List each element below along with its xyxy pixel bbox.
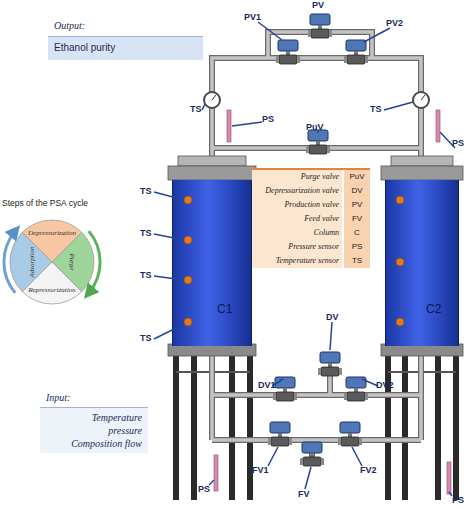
band-text: Temperature pressure Composition flow bbox=[70, 411, 142, 450]
adsorption-column: C2 bbox=[385, 180, 459, 346]
band-text: Ethanol purity bbox=[54, 42, 115, 53]
leader-line bbox=[258, 22, 282, 40]
leader-line bbox=[202, 104, 205, 110]
leader-line bbox=[330, 322, 332, 350]
table-cell: FV bbox=[344, 212, 370, 226]
gauge bbox=[413, 92, 429, 108]
output-band-fill: Ethanol purity bbox=[48, 36, 203, 60]
purge-valve bbox=[306, 130, 330, 154]
cycle-title: Steps of the PSA cycle bbox=[2, 198, 88, 208]
leg bbox=[402, 356, 408, 500]
step-name: Depressurization bbox=[22, 229, 82, 237]
gauge bbox=[204, 92, 220, 108]
column-name: C2 bbox=[426, 302, 441, 316]
table-cell: Column bbox=[252, 226, 342, 240]
band-heading: Input: bbox=[46, 392, 70, 403]
leg-braces bbox=[176, 371, 456, 373]
callout-label: PuV bbox=[306, 122, 324, 132]
leg bbox=[191, 356, 197, 500]
table-cell: PS bbox=[344, 240, 370, 254]
table-cell: PV bbox=[344, 198, 370, 212]
column-legs bbox=[176, 356, 456, 500]
callout-label: DV2 bbox=[376, 380, 394, 390]
input-band-fill: Temperature pressure Composition flow bbox=[40, 407, 148, 453]
depressurization-valve bbox=[344, 377, 368, 401]
leg bbox=[385, 356, 391, 500]
callout-label: TS bbox=[140, 186, 152, 196]
callout-label: PV1 bbox=[244, 12, 261, 22]
sensor-rod bbox=[436, 110, 440, 142]
callout-label: DV1 bbox=[258, 380, 276, 390]
column-name: C1 bbox=[217, 302, 232, 316]
callout-label: PS bbox=[452, 138, 464, 148]
sensor-rod bbox=[227, 110, 231, 142]
callout-label: TS bbox=[140, 270, 152, 280]
leg bbox=[435, 356, 441, 500]
gauge-needle bbox=[212, 95, 216, 100]
depressurization-valve bbox=[273, 377, 297, 401]
table-cell: Production valve bbox=[252, 198, 342, 212]
callout-label: FV1 bbox=[252, 465, 269, 475]
leg bbox=[453, 356, 459, 500]
production-valve bbox=[344, 40, 368, 64]
leader-line bbox=[362, 379, 378, 386]
callout-label: TS bbox=[140, 228, 152, 238]
feed-valve bbox=[268, 422, 292, 446]
callout-label: PS bbox=[198, 484, 210, 494]
table-cell: Feed valve bbox=[252, 212, 342, 226]
table-cell: TS bbox=[344, 254, 370, 268]
input-band: Temperature pressure Composition flowInp… bbox=[40, 392, 148, 472]
callout-label: FV bbox=[298, 489, 310, 499]
top-flange bbox=[168, 166, 256, 180]
leg bbox=[229, 356, 235, 500]
column-caps bbox=[168, 156, 463, 356]
gauge-needle bbox=[421, 95, 425, 100]
leader-line bbox=[232, 122, 262, 126]
production-valve bbox=[276, 40, 300, 64]
leader-line bbox=[305, 467, 311, 489]
callout-label: PV bbox=[312, 0, 324, 10]
callout-label: FV2 bbox=[360, 465, 377, 475]
callout-label: PS bbox=[452, 495, 464, 505]
leader-line bbox=[384, 102, 413, 110]
table-cell: C bbox=[344, 226, 370, 240]
top-flange bbox=[381, 166, 463, 180]
leader-line bbox=[268, 447, 278, 466]
sensor-rod bbox=[447, 462, 451, 494]
leader-line bbox=[352, 447, 362, 466]
table-cell: PuV bbox=[344, 170, 370, 184]
callout-label: TS bbox=[140, 333, 152, 343]
table-cell: DV bbox=[344, 184, 370, 198]
adsorption-column: C1 bbox=[172, 180, 252, 346]
feed-valve bbox=[300, 442, 324, 466]
top-cap bbox=[178, 156, 246, 166]
step-name: Repressurization bbox=[22, 286, 82, 294]
sensor-rod bbox=[214, 455, 218, 491]
leg bbox=[247, 356, 253, 500]
top-cap bbox=[391, 156, 453, 166]
callout-label: TS bbox=[370, 104, 382, 114]
table-cell: Temperature sensor bbox=[252, 254, 342, 268]
callout-label: TS bbox=[190, 104, 202, 114]
wedge-shape bbox=[22, 262, 81, 304]
callout-label: PV2 bbox=[386, 18, 403, 28]
depressurization-valve bbox=[318, 352, 342, 376]
leader-line bbox=[364, 28, 390, 42]
table-cell: Pressure sensor bbox=[252, 240, 342, 254]
production-valve bbox=[308, 14, 332, 38]
table-cell: Depressurization valve bbox=[252, 184, 342, 198]
gauges bbox=[204, 92, 429, 108]
leg bbox=[173, 356, 179, 500]
wedge-outline bbox=[22, 262, 82, 304]
leader-line bbox=[449, 492, 452, 496]
output-band: Ethanol purity Output: bbox=[48, 20, 203, 62]
table-cell: Purge valve bbox=[252, 170, 342, 184]
cycle-step-wedge: Repressurization bbox=[22, 262, 82, 304]
callout-label: DV bbox=[326, 312, 339, 322]
feed-valve bbox=[338, 422, 362, 446]
band-heading: Output: bbox=[54, 20, 85, 31]
callout-label: PS bbox=[262, 114, 274, 124]
